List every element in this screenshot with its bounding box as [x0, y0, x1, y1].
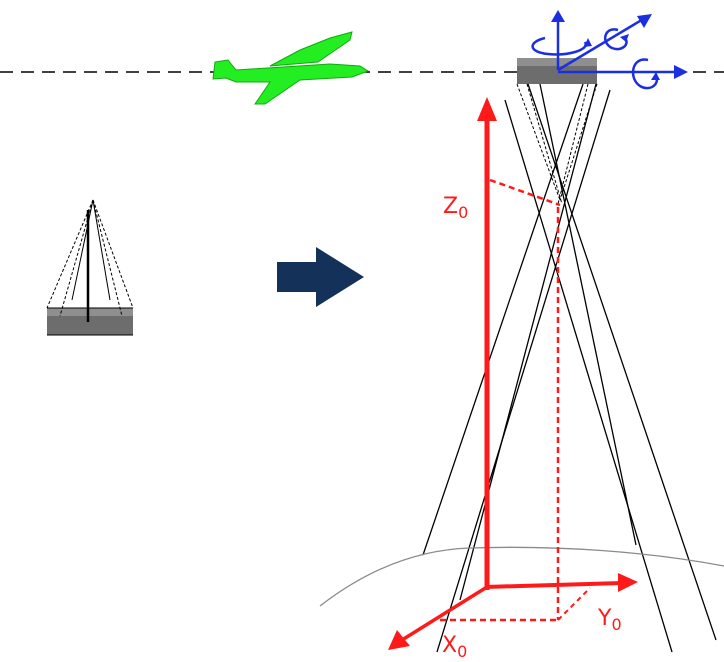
ground-y-dash	[557, 587, 591, 621]
ground-curve	[319, 546, 724, 607]
airplane-icon	[212, 31, 370, 105]
x-axis	[401, 585, 488, 642]
rotation-axes-icon	[531, 10, 688, 90]
center-horizontal-dash	[489, 178, 561, 207]
y-axis-label: Y0	[597, 606, 622, 634]
projection-rays	[422, 83, 717, 653]
object-coordinate-system	[388, 97, 638, 650]
z-axis-label: Z0	[443, 194, 468, 222]
y-axis	[484, 581, 623, 589]
y-axis-arrowhead	[618, 573, 638, 592]
sensor-to-center-lines	[516, 83, 598, 205]
camera-pyramid-icon	[46, 199, 134, 336]
right-arrow-icon	[277, 247, 364, 307]
z-axis-arrowhead	[477, 97, 497, 121]
x-axis-label: X0	[442, 633, 467, 661]
x-axis-arrowhead	[388, 630, 410, 650]
